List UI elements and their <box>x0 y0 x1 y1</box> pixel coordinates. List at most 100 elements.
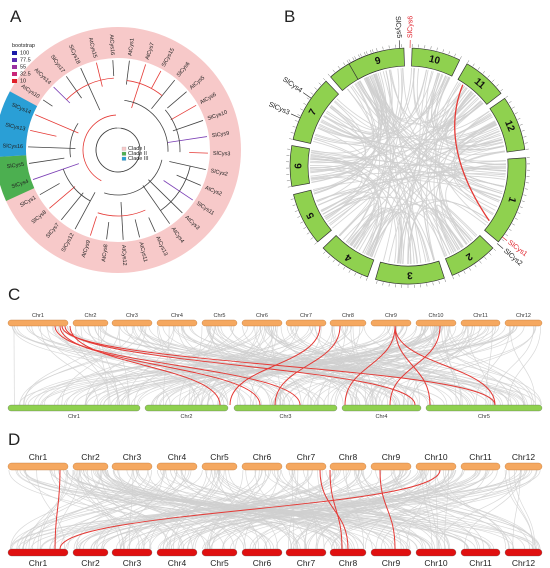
synteny-gray-link <box>137 469 335 550</box>
synteny-gray-link <box>211 325 501 406</box>
tree-leaf-label: SlCys16 <box>2 143 23 150</box>
synteny-gray-link <box>370 325 435 406</box>
synteny-gray-link <box>437 469 521 550</box>
synteny-bottom-chromosome-label: Chr5 <box>210 558 229 568</box>
synteny-red-link <box>59 469 441 550</box>
circos-gray-link <box>310 101 367 177</box>
synteny-top-chromosome <box>329 319 367 327</box>
tree-branches <box>28 60 208 240</box>
synteny-bottom-chromosome <box>425 404 543 412</box>
synteny-gray-link <box>375 469 514 550</box>
synteny-gray-link <box>421 469 433 550</box>
circos-tick <box>492 79 495 82</box>
synteny-gray-link <box>512 469 521 550</box>
circos-tick <box>454 53 456 57</box>
circos-gray-link <box>343 207 400 264</box>
circos-tick <box>327 73 331 77</box>
synteny-gray-link <box>28 469 74 550</box>
circos-chromosome-block <box>293 189 332 243</box>
tree-leaf-label: SlCys5 <box>6 162 24 171</box>
synteny-top-chromosome-label: Chr8 <box>339 452 358 462</box>
circos-chromosome-block <box>348 47 405 80</box>
tree-branch <box>30 129 57 137</box>
circos-gray-link <box>445 166 506 243</box>
synteny-bottom-chromosome <box>7 548 69 557</box>
circos-gray-link <box>429 209 456 255</box>
synteny-bottom-chromosome <box>241 548 283 557</box>
synteny-gray-link <box>280 325 352 406</box>
circos-gray-link <box>397 212 447 264</box>
synteny-gray-link <box>160 469 515 550</box>
tree-branch <box>106 222 110 240</box>
circos-tick <box>382 282 384 286</box>
synteny-top-chromosome <box>504 319 543 327</box>
circos-chromosome-block <box>289 145 310 187</box>
synteny-gray-link <box>28 325 361 406</box>
synteny-bottom-chromosome-label: Chr10 <box>424 558 447 568</box>
synteny-red-link <box>394 325 431 406</box>
synteny-top-chromosome-label: Chr11 <box>469 452 492 462</box>
synteny-gray-link <box>305 469 452 550</box>
synteny-gray-link <box>307 469 318 550</box>
circos-tick <box>300 108 304 111</box>
synteny-gray-link <box>158 325 417 406</box>
circos-tick <box>348 59 351 63</box>
tree-branch <box>148 217 156 233</box>
synteny-top-chromosome-label: Chr10 <box>429 313 444 319</box>
circos-gray-link <box>321 119 503 195</box>
synteny-gray-link <box>214 469 359 550</box>
circos-red-link <box>454 84 490 222</box>
circos-tick <box>343 266 346 270</box>
circos-tick <box>517 118 521 120</box>
circos-chromosome-label: 5 <box>305 210 318 220</box>
bootstrap-legend-swatch <box>12 51 17 55</box>
circos-tick <box>444 279 446 283</box>
tree-branch <box>151 79 176 110</box>
synteny-gray-link <box>22 325 134 406</box>
bootstrap-legend-value: 100 <box>20 51 29 57</box>
circos-gene-label: SlCys5 <box>394 16 403 39</box>
synteny-bottom-chromosome <box>460 548 501 557</box>
synteny-bottom-chromosome <box>341 404 422 412</box>
circos-tick <box>332 69 335 73</box>
tree-branch <box>89 216 97 236</box>
circos-gray-link <box>326 78 380 133</box>
circos-gray-link <box>424 210 455 261</box>
tree-leaf-label: SlCys9 <box>212 131 230 140</box>
tree-leaf-label: SlCys4 <box>11 179 29 190</box>
tree-internal-arc <box>62 168 91 202</box>
circos-gray-link <box>325 112 477 238</box>
circos-chromosome-label: 12 <box>502 119 516 134</box>
circos-tick <box>306 97 310 100</box>
synteny-gray-link <box>170 469 463 550</box>
circos-gray-link <box>323 76 448 135</box>
circos-gray-link <box>433 207 464 252</box>
synteny-gray-link <box>286 325 448 406</box>
synteny-gray-link <box>149 469 208 550</box>
synteny-gray-link <box>66 469 469 550</box>
circos-gray-link <box>409 208 472 264</box>
tree-leaf-label: AtCys9 <box>81 240 92 259</box>
synteny-bottom-chromosome <box>156 548 198 557</box>
synteny-red-link <box>69 325 221 406</box>
synteny-top-chromosome-label: Chr6 <box>256 313 268 319</box>
synteny-gray-link <box>234 469 331 550</box>
synteny-gray-link <box>276 469 450 550</box>
circos-gray-link <box>329 72 440 226</box>
synteny-gray-link <box>47 325 120 406</box>
tree-branch <box>131 64 147 109</box>
synteny-gray-link <box>49 469 349 550</box>
circos-tick <box>366 51 368 55</box>
synteny-top-chromosome-label: Chr6 <box>253 452 272 462</box>
synteny-top-chromosome-label: Chr1 <box>32 313 44 319</box>
circos-tick <box>290 132 294 134</box>
bootstrap-legend-title: bootstrap <box>12 43 35 49</box>
circos-tick <box>289 138 293 140</box>
circos-gray-link <box>316 191 404 264</box>
circos-gray-link <box>349 100 482 246</box>
circos-gray-link <box>453 123 505 156</box>
tree-branch <box>80 67 101 111</box>
circos-tick <box>508 101 512 104</box>
